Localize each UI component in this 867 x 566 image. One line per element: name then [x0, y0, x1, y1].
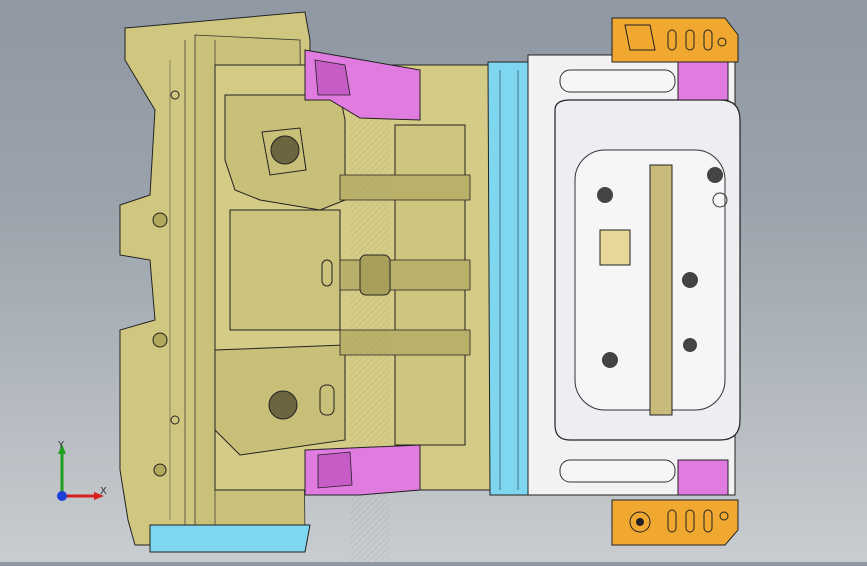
rear-floor-white[interactable] — [527, 54, 741, 496]
z-axis-dot — [57, 491, 67, 501]
y-axis-label: Y — [58, 440, 65, 451]
magenta-bracket-top[interactable] — [304, 49, 421, 121]
x-axis-arrowhead — [94, 492, 104, 500]
orange-plate-bottom[interactable] — [611, 499, 739, 546]
floor-pan-olive[interactable] — [214, 64, 491, 566]
coordinate-triad — [44, 440, 114, 510]
x-axis-label: X — [100, 486, 107, 497]
y-axis-arrowhead — [58, 444, 66, 454]
magenta-bracket-bottom[interactable] — [304, 444, 421, 496]
orange-plate-top[interactable] — [611, 17, 739, 63]
